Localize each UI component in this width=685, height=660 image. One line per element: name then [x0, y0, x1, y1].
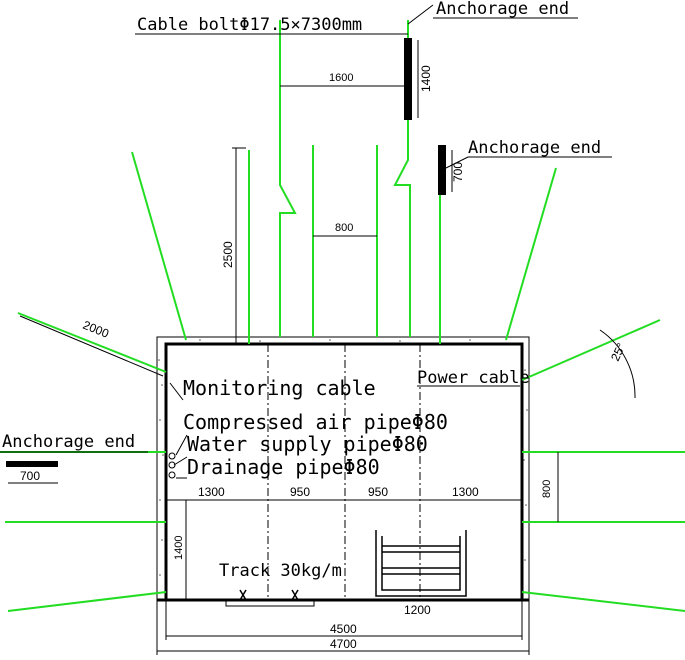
bolt-left-upper	[17, 312, 167, 373]
anchor-block-left	[6, 461, 58, 467]
shotcrete-texture	[158, 339, 528, 576]
anchor-block-right	[438, 145, 446, 195]
rail-left	[239, 589, 247, 601]
dim-span-2: 950	[290, 485, 310, 499]
overall-dimensions	[156, 600, 530, 655]
span-dimensions: 1300 950 950 1300 800 1400	[166, 452, 559, 600]
water-supply-pipe-label: Water supply pipeΦ80	[187, 432, 428, 456]
dim-span-3: 950	[368, 485, 388, 499]
monitoring-cable-label: Monitoring cable	[183, 376, 376, 400]
anchorage-end-top-label: Anchorage end	[436, 0, 569, 19]
bolt-inclined-left	[131, 151, 187, 341]
top-anchorage-group: Cable boltΦ17.5×7300mm Anchorage end 140…	[135, 0, 578, 120]
anchorage-end-left-label: Anchorage end	[2, 432, 135, 452]
bolt-right-3	[521, 591, 685, 612]
cable-bolts	[0, 20, 685, 612]
bolt-right-upper	[521, 319, 661, 381]
anchor-block-top	[404, 38, 412, 120]
utilities-group: Monitoring cable Power cable Compressed …	[168, 368, 530, 479]
dim-cart-width: 1200	[404, 603, 431, 617]
rail-right	[291, 589, 299, 601]
roadway-section	[156, 336, 530, 602]
dim-height-lower-left: 1400	[173, 536, 185, 560]
dim-bolt-length-left: 2000	[81, 318, 111, 341]
track-group: Track 30kg/m	[219, 561, 342, 607]
pipe-leaders	[173, 434, 188, 479]
dim-outer-width: 4700	[330, 637, 357, 651]
bolt-inclined-right	[505, 167, 557, 341]
compressed-air-pipe-label: Compressed air pipeΦ80	[183, 410, 448, 434]
dim-anchor-top: 1400	[419, 65, 433, 92]
track-label: Track 30kg/m	[219, 561, 342, 581]
angle-group: 25°	[599, 329, 636, 399]
dim-bolt-spacing-middle: 800	[335, 222, 353, 234]
bolt-top-1	[279, 20, 297, 337]
right-anchorage-group: 700 Anchorage end	[438, 138, 612, 195]
anchorage-end-right-label: Anchorage end	[468, 138, 601, 158]
dim-inner-width: 4500	[330, 622, 357, 636]
dim-angle: 25°	[608, 341, 628, 364]
dim-side-spacing-right: 800	[541, 480, 553, 498]
left-anchorage-group: Anchorage end 700	[0, 432, 148, 484]
bolt-left-3	[7, 591, 167, 612]
pipe-circles	[168, 452, 176, 479]
dim-bolt-length-vertical: 2500	[221, 241, 235, 268]
power-cable-label: Power cable	[417, 368, 530, 388]
center-lines	[267, 344, 421, 600]
track-sleeper	[225, 599, 315, 607]
middle-dimensions	[19, 147, 377, 377]
dim-span-4: 1300	[452, 485, 479, 499]
dim-span-1: 1300	[198, 485, 225, 499]
drainage-pipe-label: Drainage pipeΦ80	[187, 455, 380, 479]
dim-anchor-right: 700	[451, 162, 465, 182]
mine-cart	[375, 530, 467, 597]
dim-anchor-left: 700	[20, 469, 40, 483]
dim-bolt-spacing-top: 1600	[329, 72, 353, 84]
cable-bolt-label: Cable boltΦ17.5×7300mm	[137, 15, 362, 35]
